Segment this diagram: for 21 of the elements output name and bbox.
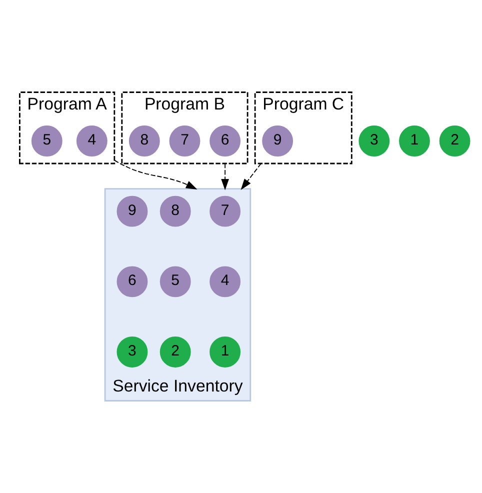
node-circle: 7 xyxy=(210,196,241,227)
node-circle: 3 xyxy=(358,126,390,156)
node-circle: 1 xyxy=(399,126,430,156)
node-circle: 4 xyxy=(76,126,108,156)
node-circle: 1 xyxy=(210,336,241,368)
node-circle: 9 xyxy=(116,196,148,227)
node-circle: 2 xyxy=(439,126,470,156)
arrow xyxy=(240,163,262,190)
node-circle: 4 xyxy=(210,266,241,298)
node-circle: 3 xyxy=(116,336,148,368)
node-circle: 5 xyxy=(31,126,62,156)
node-circle: 7 xyxy=(169,126,200,156)
node-circle: 9 xyxy=(262,126,294,156)
node-circle: 6 xyxy=(116,266,148,298)
node-circle: 6 xyxy=(210,126,241,156)
node-circle: 5 xyxy=(160,266,191,298)
arrow xyxy=(221,163,229,190)
node-circle: 2 xyxy=(160,336,191,368)
node-circle: 8 xyxy=(160,196,191,227)
node-circle: 8 xyxy=(128,126,160,156)
arrow xyxy=(114,160,198,190)
